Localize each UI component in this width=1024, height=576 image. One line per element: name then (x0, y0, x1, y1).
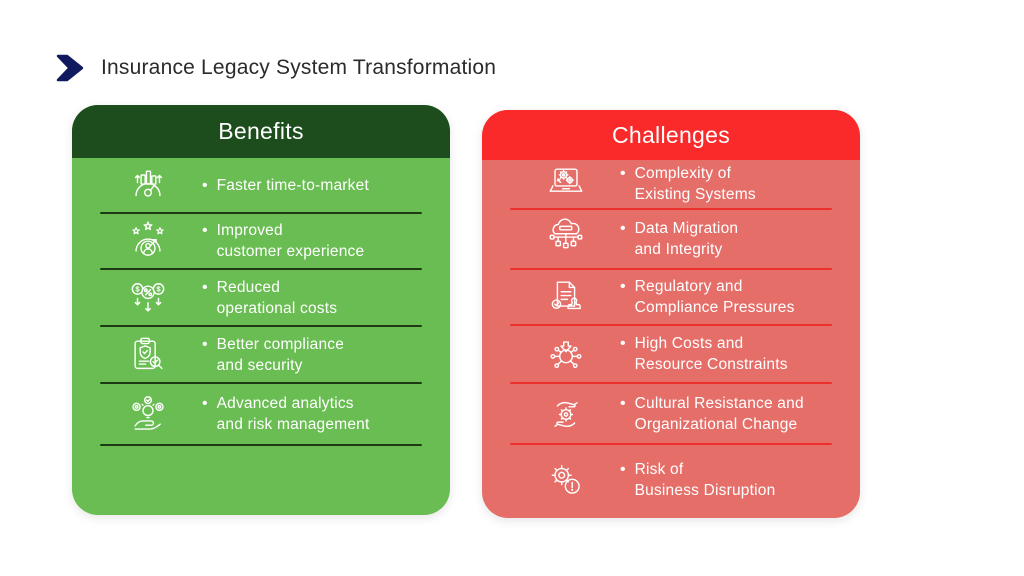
bullet-dot (620, 218, 626, 239)
challenge-item: High Costs and Resource Constraints (482, 326, 860, 382)
challenge-item: Regulatory and Compliance Pressures (482, 270, 860, 324)
page-title: Insurance Legacy System Transformation (101, 56, 497, 79)
bullet-dot (202, 334, 208, 355)
bullet-dot (202, 220, 208, 241)
benefit-item-label: Reduced operational costs (216, 278, 338, 317)
bullet-dot (620, 459, 626, 480)
chevron-right-icon (56, 54, 84, 82)
divider (100, 325, 422, 327)
benefit-item-label: Faster time-to-market (216, 176, 369, 194)
divider (100, 444, 422, 446)
bullet-dot (202, 393, 208, 414)
challenge-item-label: Data Migration and Integrity (634, 220, 739, 258)
divider (100, 268, 422, 270)
svg-text:$: $ (135, 284, 140, 293)
divider (510, 443, 832, 445)
document-stamp-icon (544, 275, 588, 319)
benefit-item: Faster time-to-market (72, 158, 450, 212)
benefit-item: Improved customer experience (72, 214, 450, 268)
analytics-idea-icon (126, 392, 170, 436)
benefits-card: Benefits Faster time-to-market (72, 105, 450, 515)
benefit-item: $ $ Reduced operational costs (72, 270, 450, 325)
cloud-data-network-icon (544, 217, 588, 261)
benefit-item-label: Improved customer experience (216, 222, 365, 260)
benefits-header: Benefits (72, 105, 450, 158)
divider (510, 382, 832, 384)
benefit-item-label: Advanced analytics and risk management (216, 395, 370, 433)
challenge-item-label: High Costs and Resource Constraints (634, 335, 788, 373)
bullet-dot (620, 393, 626, 414)
benefit-item: Advanced analytics and risk management (72, 384, 450, 444)
bullet-dot (620, 333, 626, 354)
compliance-security-icon (126, 333, 170, 377)
divider (510, 208, 832, 210)
customer-satisfaction-icon (126, 219, 170, 263)
divider (100, 212, 422, 214)
challenges-card: Challenges Complexity of Existing System… (482, 110, 860, 518)
laptop-gears-icon (544, 162, 588, 206)
resource-hub-icon (544, 332, 588, 376)
divider (100, 382, 422, 384)
challenge-item: Risk of Business Disruption (482, 445, 860, 515)
bullet-dot (620, 276, 626, 297)
cost-reduction-icon: $ $ (126, 276, 170, 320)
gauge-growth-icon (126, 163, 170, 207)
gear-warning-icon (544, 458, 588, 502)
challenge-item: Data Migration and Integrity (482, 210, 860, 268)
divider (510, 324, 832, 326)
bullet-dot (620, 163, 626, 184)
divider (510, 268, 832, 270)
challenge-item: Cultural Resistance and Organizational C… (482, 384, 860, 443)
hands-gear-icon (544, 392, 588, 436)
challenge-item-label: Complexity of Existing Systems (634, 165, 756, 203)
svg-text:$: $ (156, 284, 161, 293)
benefit-item-label: Better compliance and security (216, 335, 345, 374)
bullet-dot (202, 175, 208, 196)
challenge-item-label: Risk of Business Disruption (634, 461, 776, 499)
bullet-dot (202, 277, 208, 298)
title-bar: Insurance Legacy System Transformation (55, 53, 496, 83)
challenges-header: Challenges (482, 110, 860, 160)
challenge-item: Complexity of Existing Systems (482, 160, 860, 208)
benefit-item: Better compliance and security (72, 327, 450, 382)
challenge-item-label: Cultural Resistance and Organizational C… (634, 394, 804, 433)
challenge-item-label: Regulatory and Compliance Pressures (634, 278, 795, 316)
